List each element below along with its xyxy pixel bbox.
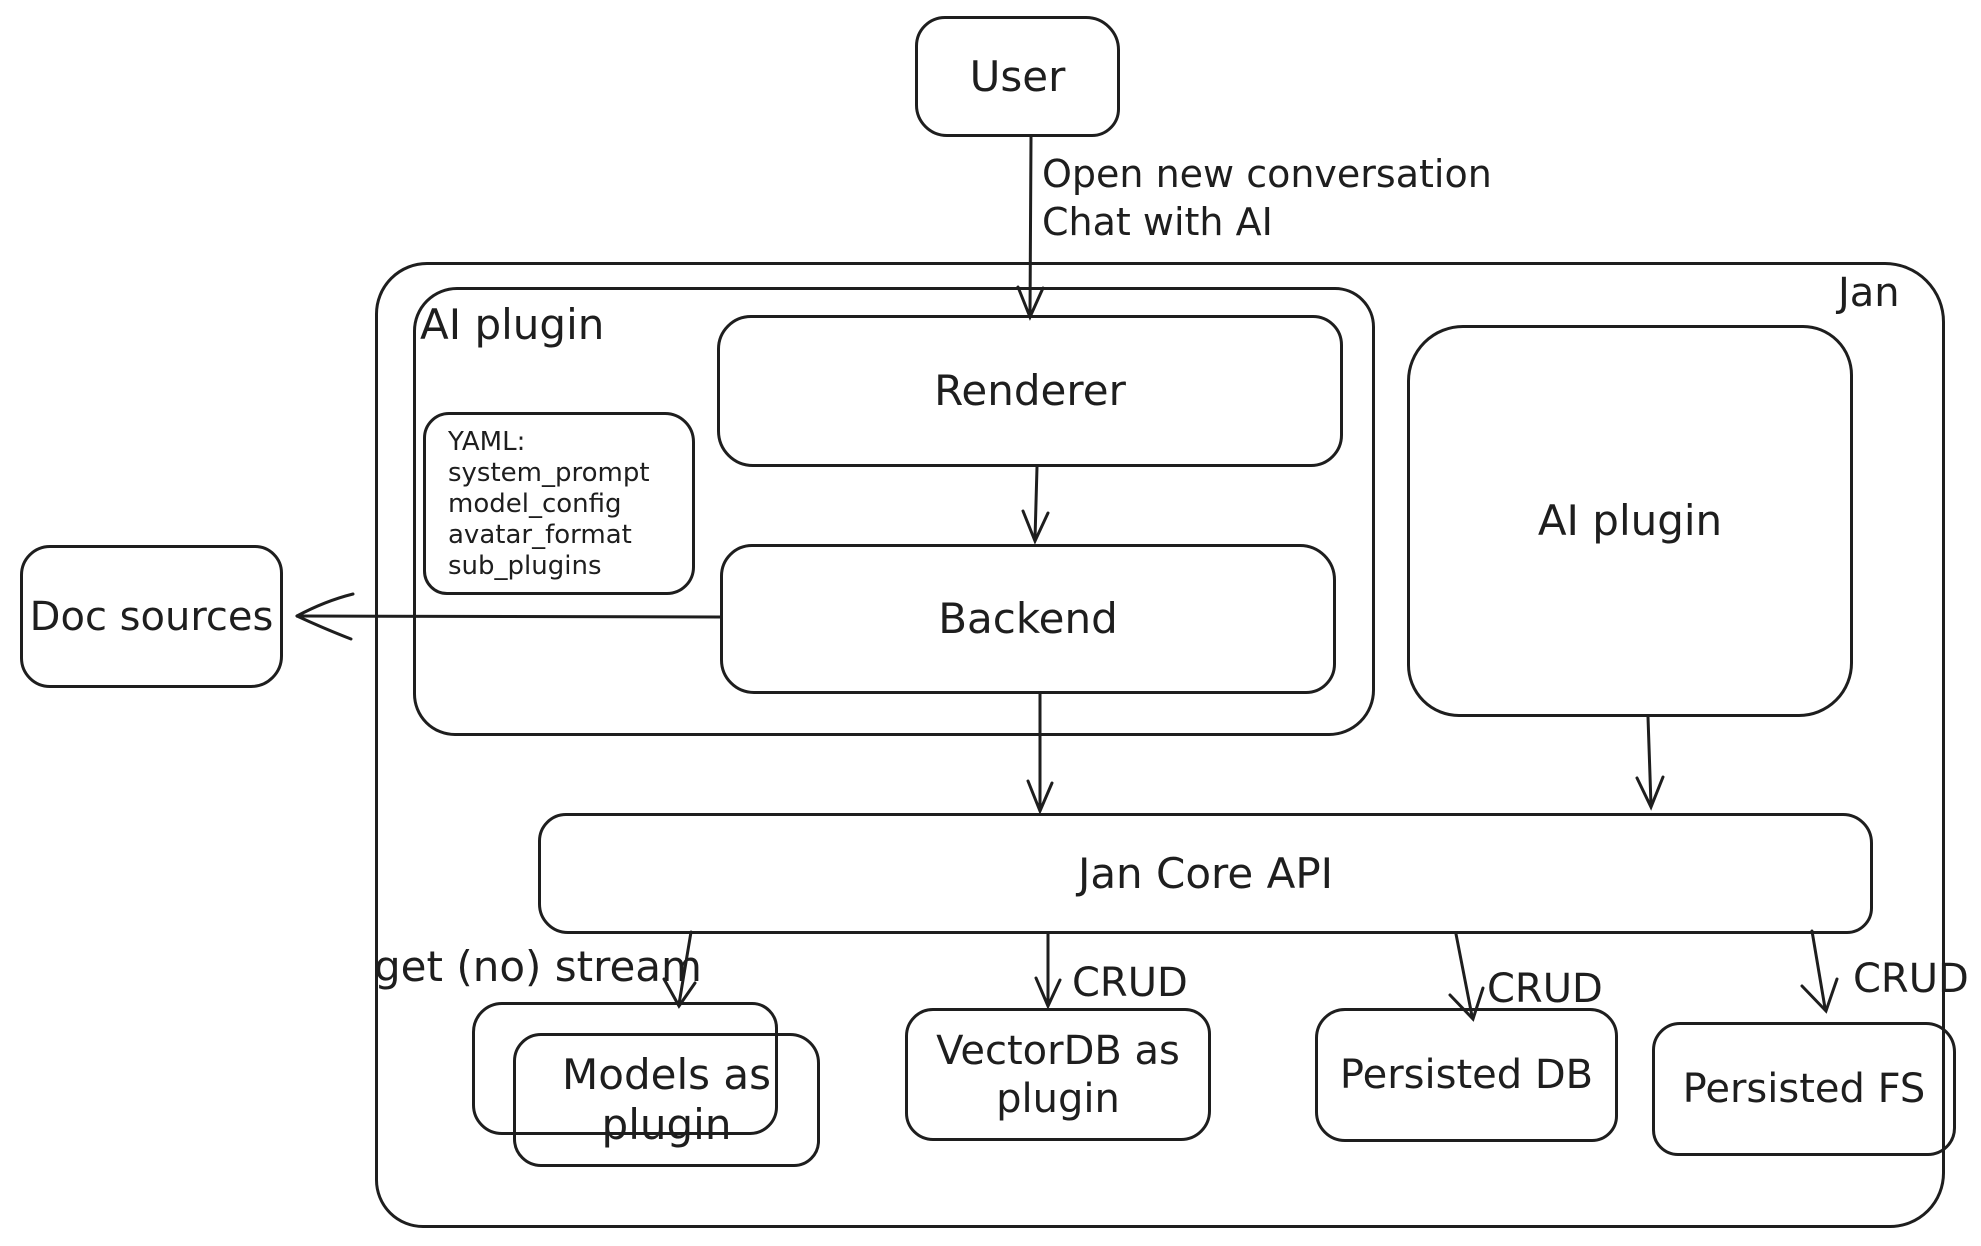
renderer-node[interactable]: Renderer [717, 315, 1343, 467]
jan-container[interactable] [375, 262, 1945, 1228]
ai-plugin-node[interactable]: AI plugin [1407, 325, 1853, 717]
edge-label-chat-with-ai: Chat with AI [1042, 200, 1273, 244]
backend-node-label: Backend [938, 594, 1118, 643]
renderer-node-label: Renderer [934, 366, 1126, 415]
backend-node[interactable]: Backend [720, 544, 1336, 694]
yaml-note-field: avatar_format [448, 520, 632, 550]
persisted-db-label: Persisted DB [1339, 1052, 1594, 1098]
ai-plugin-container-label: AI plugin [420, 300, 605, 349]
yaml-note-field: system_prompt [448, 458, 650, 488]
vectordb-label-line1: VectorDB as [936, 1027, 1180, 1074]
user-node-label: User [969, 51, 1066, 101]
ai-plugin-container[interactable] [413, 287, 1375, 736]
doc-sources-node[interactable]: Doc sources [20, 545, 283, 688]
jan-core-api-node-label: Jan Core API [1077, 848, 1334, 898]
yaml-note-title: YAML: [448, 427, 526, 457]
persisted-db-node[interactable]: Persisted DB [1315, 1008, 1618, 1142]
edge-label-crud-vectordb: CRUD [1072, 960, 1188, 1006]
edge-label-crud-persisted-fs: CRUD [1853, 956, 1969, 1002]
edge-label-open-conversation: Open new conversation [1042, 152, 1492, 196]
user-node[interactable]: User [915, 16, 1120, 137]
yaml-note-field: model_config [448, 489, 622, 519]
persisted-fs-node[interactable]: Persisted FS [1652, 1022, 1956, 1156]
yaml-note[interactable]: YAML: system_prompt model_config avatar_… [423, 412, 695, 595]
yaml-note-field: sub_plugins [448, 551, 602, 581]
jan-container-label: Jan [1838, 270, 1900, 316]
edge-label-get-no-stream: get (no) stream [374, 942, 702, 991]
models-as-plugin-node[interactable]: Models as plugin [513, 1033, 820, 1167]
vectordb-label-line2: plugin [996, 1075, 1120, 1122]
vectordb-node[interactable]: VectorDB as plugin [905, 1008, 1211, 1141]
jan-core-api-node[interactable]: Jan Core API [538, 813, 1873, 934]
doc-sources-node-label: Doc sources [29, 593, 274, 640]
persisted-fs-label: Persisted FS [1682, 1066, 1926, 1112]
models-as-plugin-back-box[interactable] [472, 1002, 778, 1135]
models-as-plugin-label-line2: plugin [601, 1100, 732, 1149]
models-as-plugin-label-line1: Models as [562, 1050, 771, 1099]
ai-plugin-node-label: AI plugin [1537, 496, 1723, 545]
edge-label-crud-persisted-db: CRUD [1487, 966, 1603, 1012]
